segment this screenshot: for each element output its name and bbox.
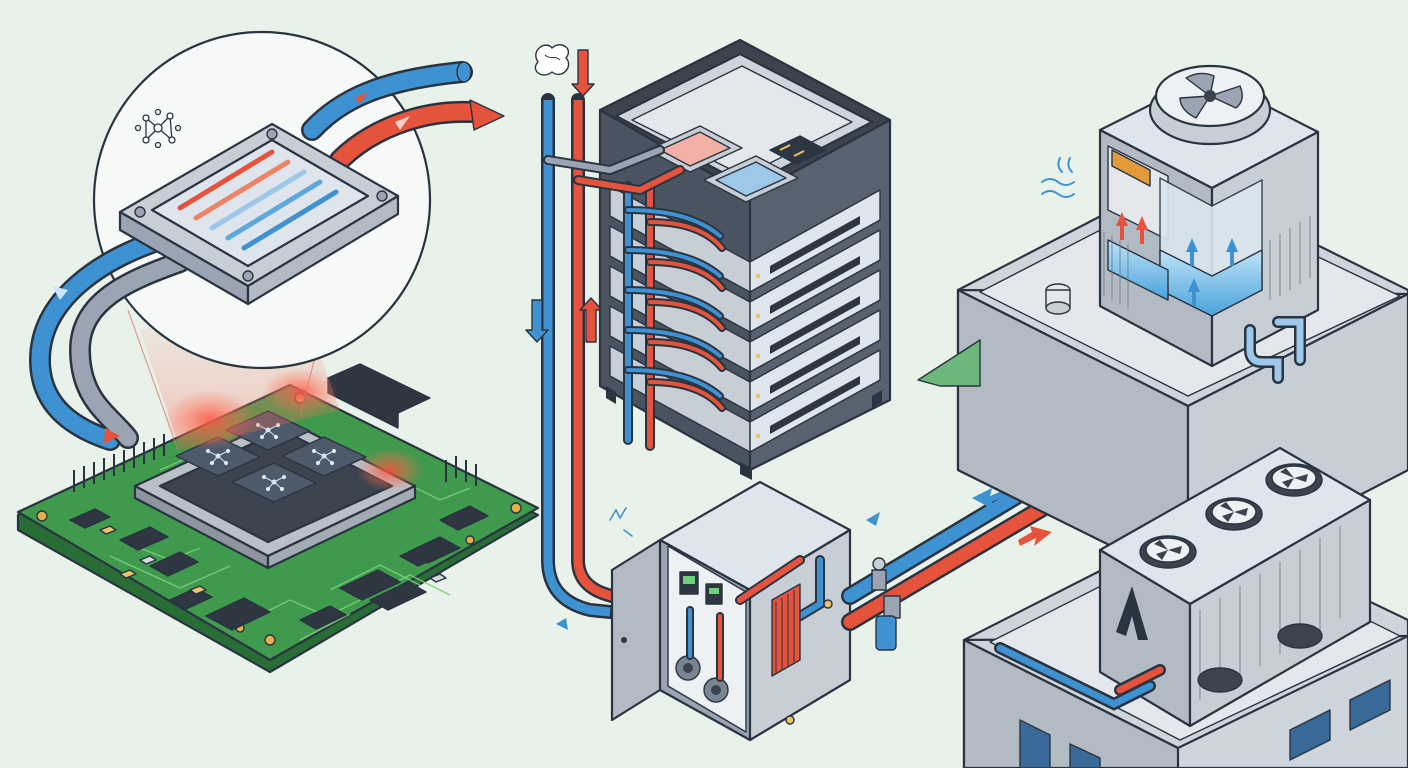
flow-right-arrow — [1018, 526, 1052, 546]
heat-waves-icon — [1041, 157, 1075, 198]
neural-network-icon — [134, 108, 182, 149]
server-rack — [543, 38, 892, 480]
flow-down-arrow — [571, 49, 595, 97]
dry-cooler — [994, 446, 1372, 728]
flow-down-arrow — [525, 299, 549, 343]
brain-icon — [534, 44, 570, 76]
ai-chip-board — [16, 363, 540, 674]
coil-icon — [1116, 586, 1148, 640]
flow-up-arrow — [579, 297, 603, 343]
fan-icon — [1139, 535, 1197, 569]
cold-plate — [118, 122, 400, 306]
rack-supply-return-lines — [525, 44, 619, 630]
filter-icon — [875, 615, 897, 651]
flow-left-arrow — [972, 488, 1006, 510]
cold-plate-pipes — [29, 61, 505, 451]
cdu-door[interactable] — [610, 538, 662, 722]
fan-icon — [1265, 463, 1323, 497]
valve-icon — [871, 557, 901, 619]
flow-icon — [609, 507, 633, 537]
fan-icon — [1205, 497, 1263, 531]
hot-outflow-arrow — [469, 99, 505, 131]
cooling-tower — [1041, 64, 1320, 384]
coolant-distribution-unit — [609, 480, 880, 742]
fan-icon — [1179, 72, 1243, 119]
heat-exchanger-icon — [771, 583, 801, 677]
